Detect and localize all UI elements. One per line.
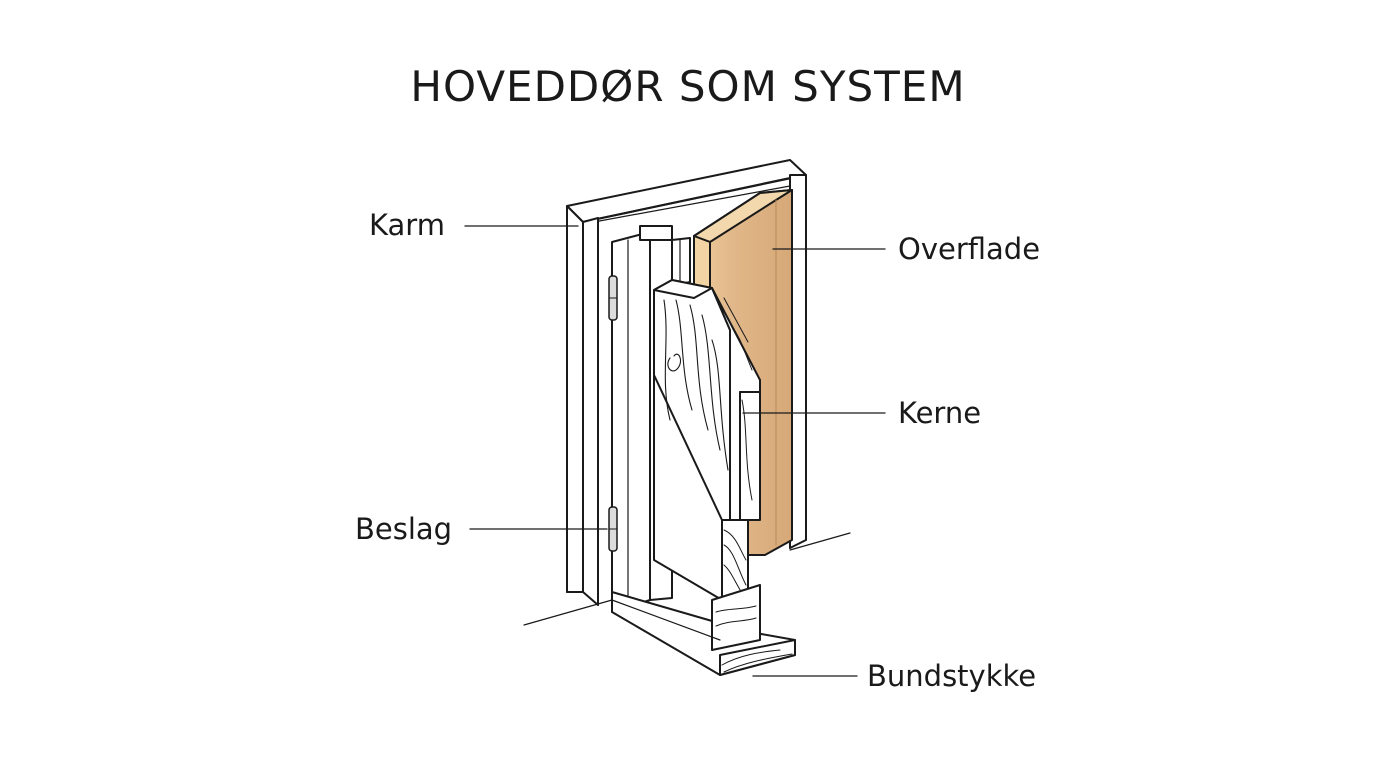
core-kerne [653,279,761,601]
hinge-lower [608,506,618,552]
floor-line-right [789,532,851,551]
hinge-upper [608,275,618,321]
label-karm: Karm [369,208,445,242]
label-bundstykke: Bundstykke [867,659,1037,693]
label-kerne: Kerne [898,396,982,430]
label-overflade: Overflade [898,232,1041,266]
core-edge-block [721,519,749,601]
diagram-title: HOVEDDØR SOM SYSTEM [410,62,966,111]
label-beslag: Beslag [355,512,453,546]
frame-karm [566,159,807,606]
threshold-bundstykke [611,584,796,676]
